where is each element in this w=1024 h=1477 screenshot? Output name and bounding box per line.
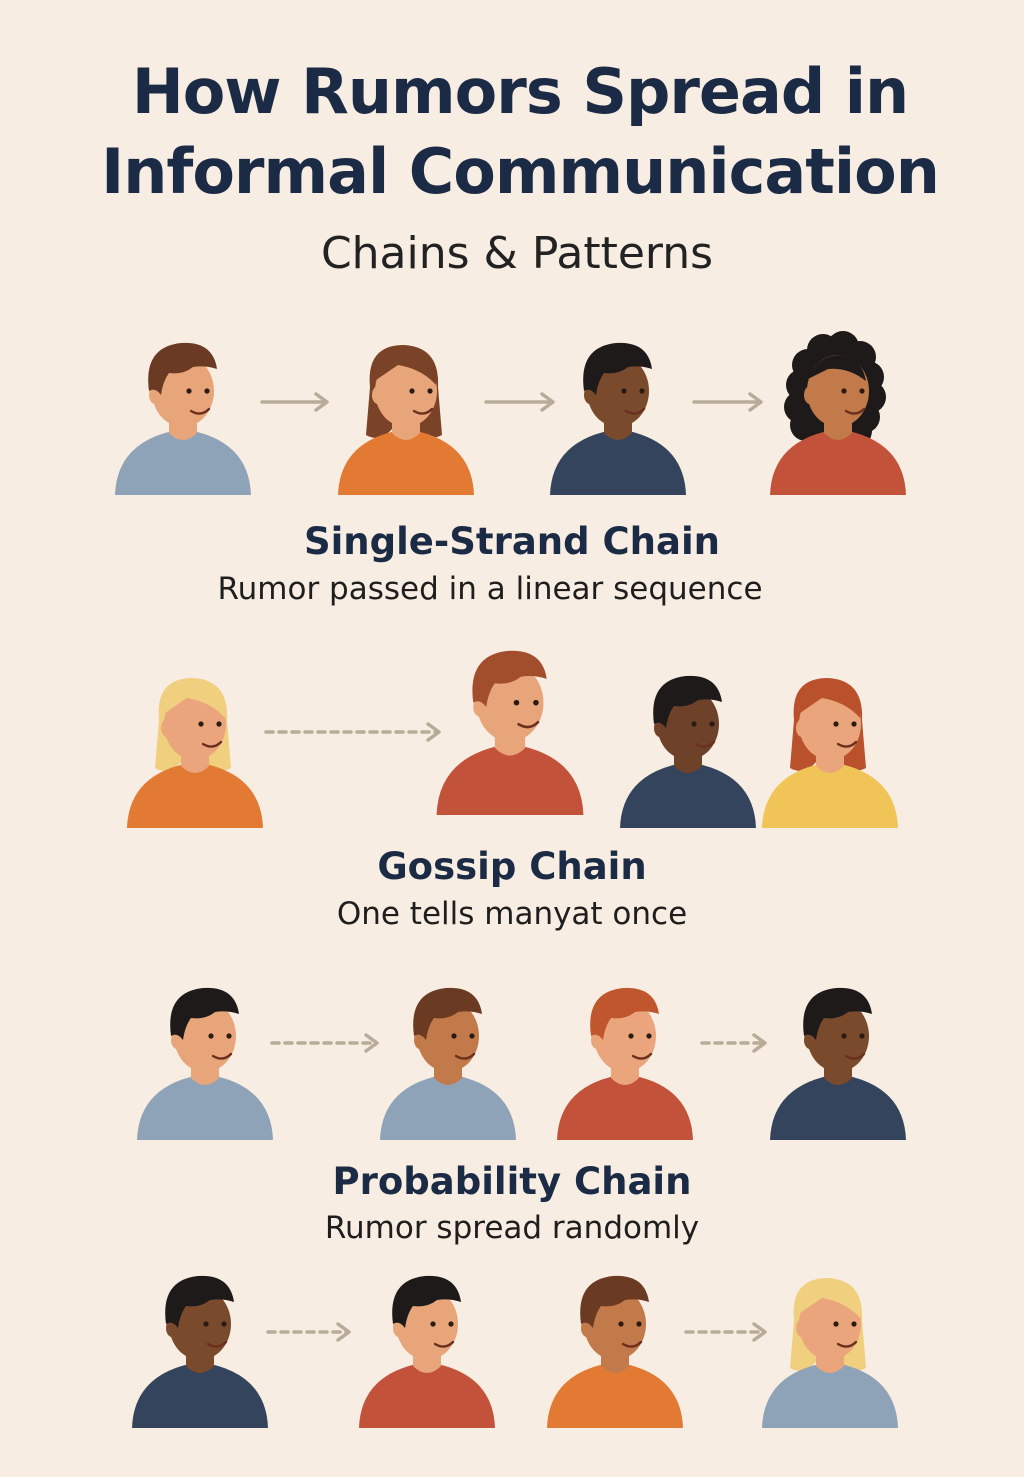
- person-figure: [137, 987, 273, 1140]
- person-figure: [547, 1275, 683, 1428]
- person: [357, 1258, 497, 1428]
- arrow-icon: [484, 392, 555, 412]
- person: [555, 970, 695, 1140]
- person-figure: [359, 1275, 495, 1428]
- person-figure: [557, 987, 693, 1140]
- person: [125, 658, 265, 828]
- dashed-arrow-icon: [264, 722, 441, 742]
- person: [760, 658, 900, 828]
- page-title: How Rumors Spread in Informal Communicat…: [0, 52, 1024, 212]
- dashed-arrow-icon: [266, 1322, 351, 1342]
- person-figure: [770, 331, 906, 495]
- section-title-gossip: Gossip Chain: [377, 845, 647, 888]
- title-line-1: How Rumors Spread in: [131, 55, 909, 128]
- subtitle: Chains & Patterns: [320, 228, 714, 279]
- person-figure: [770, 987, 906, 1140]
- person-figure: [132, 1275, 268, 1428]
- section-desc-gossip: One tells manyat once: [336, 896, 688, 932]
- person-figure: [436, 650, 584, 815]
- person: [618, 658, 758, 828]
- person: [336, 325, 476, 495]
- person-figure: [380, 987, 516, 1140]
- dashed-arrow-icon: [700, 1033, 767, 1053]
- person: [548, 325, 688, 495]
- dashed-arrow-icon: [684, 1322, 767, 1342]
- person-figure: [550, 342, 686, 495]
- person: [545, 1258, 685, 1428]
- section-title-single-strand: Single-Strand Chain: [303, 520, 721, 563]
- person: [760, 1258, 900, 1428]
- arrow-icon: [260, 392, 329, 412]
- section-desc-single-strand: Rumor passed in a linear sequence: [217, 571, 763, 607]
- dashed-arrow-icon: [270, 1033, 379, 1053]
- title-line-2: Informal Communication: [101, 135, 940, 208]
- person-figure: [762, 678, 898, 828]
- person-figure: [762, 1278, 898, 1428]
- person: [378, 970, 518, 1140]
- person-figure: [620, 675, 756, 828]
- person: [135, 970, 275, 1140]
- section-title-probability: Probability Chain: [332, 1160, 692, 1203]
- person: [113, 325, 253, 495]
- person: [130, 1258, 270, 1428]
- person: [768, 970, 908, 1140]
- person: [768, 325, 908, 495]
- person: [434, 631, 585, 815]
- person-figure: [338, 345, 474, 495]
- arrow-icon: [692, 392, 763, 412]
- person-figure: [115, 342, 251, 495]
- section-desc-probability: Rumor spread randomly: [324, 1210, 700, 1246]
- person-figure: [127, 678, 263, 828]
